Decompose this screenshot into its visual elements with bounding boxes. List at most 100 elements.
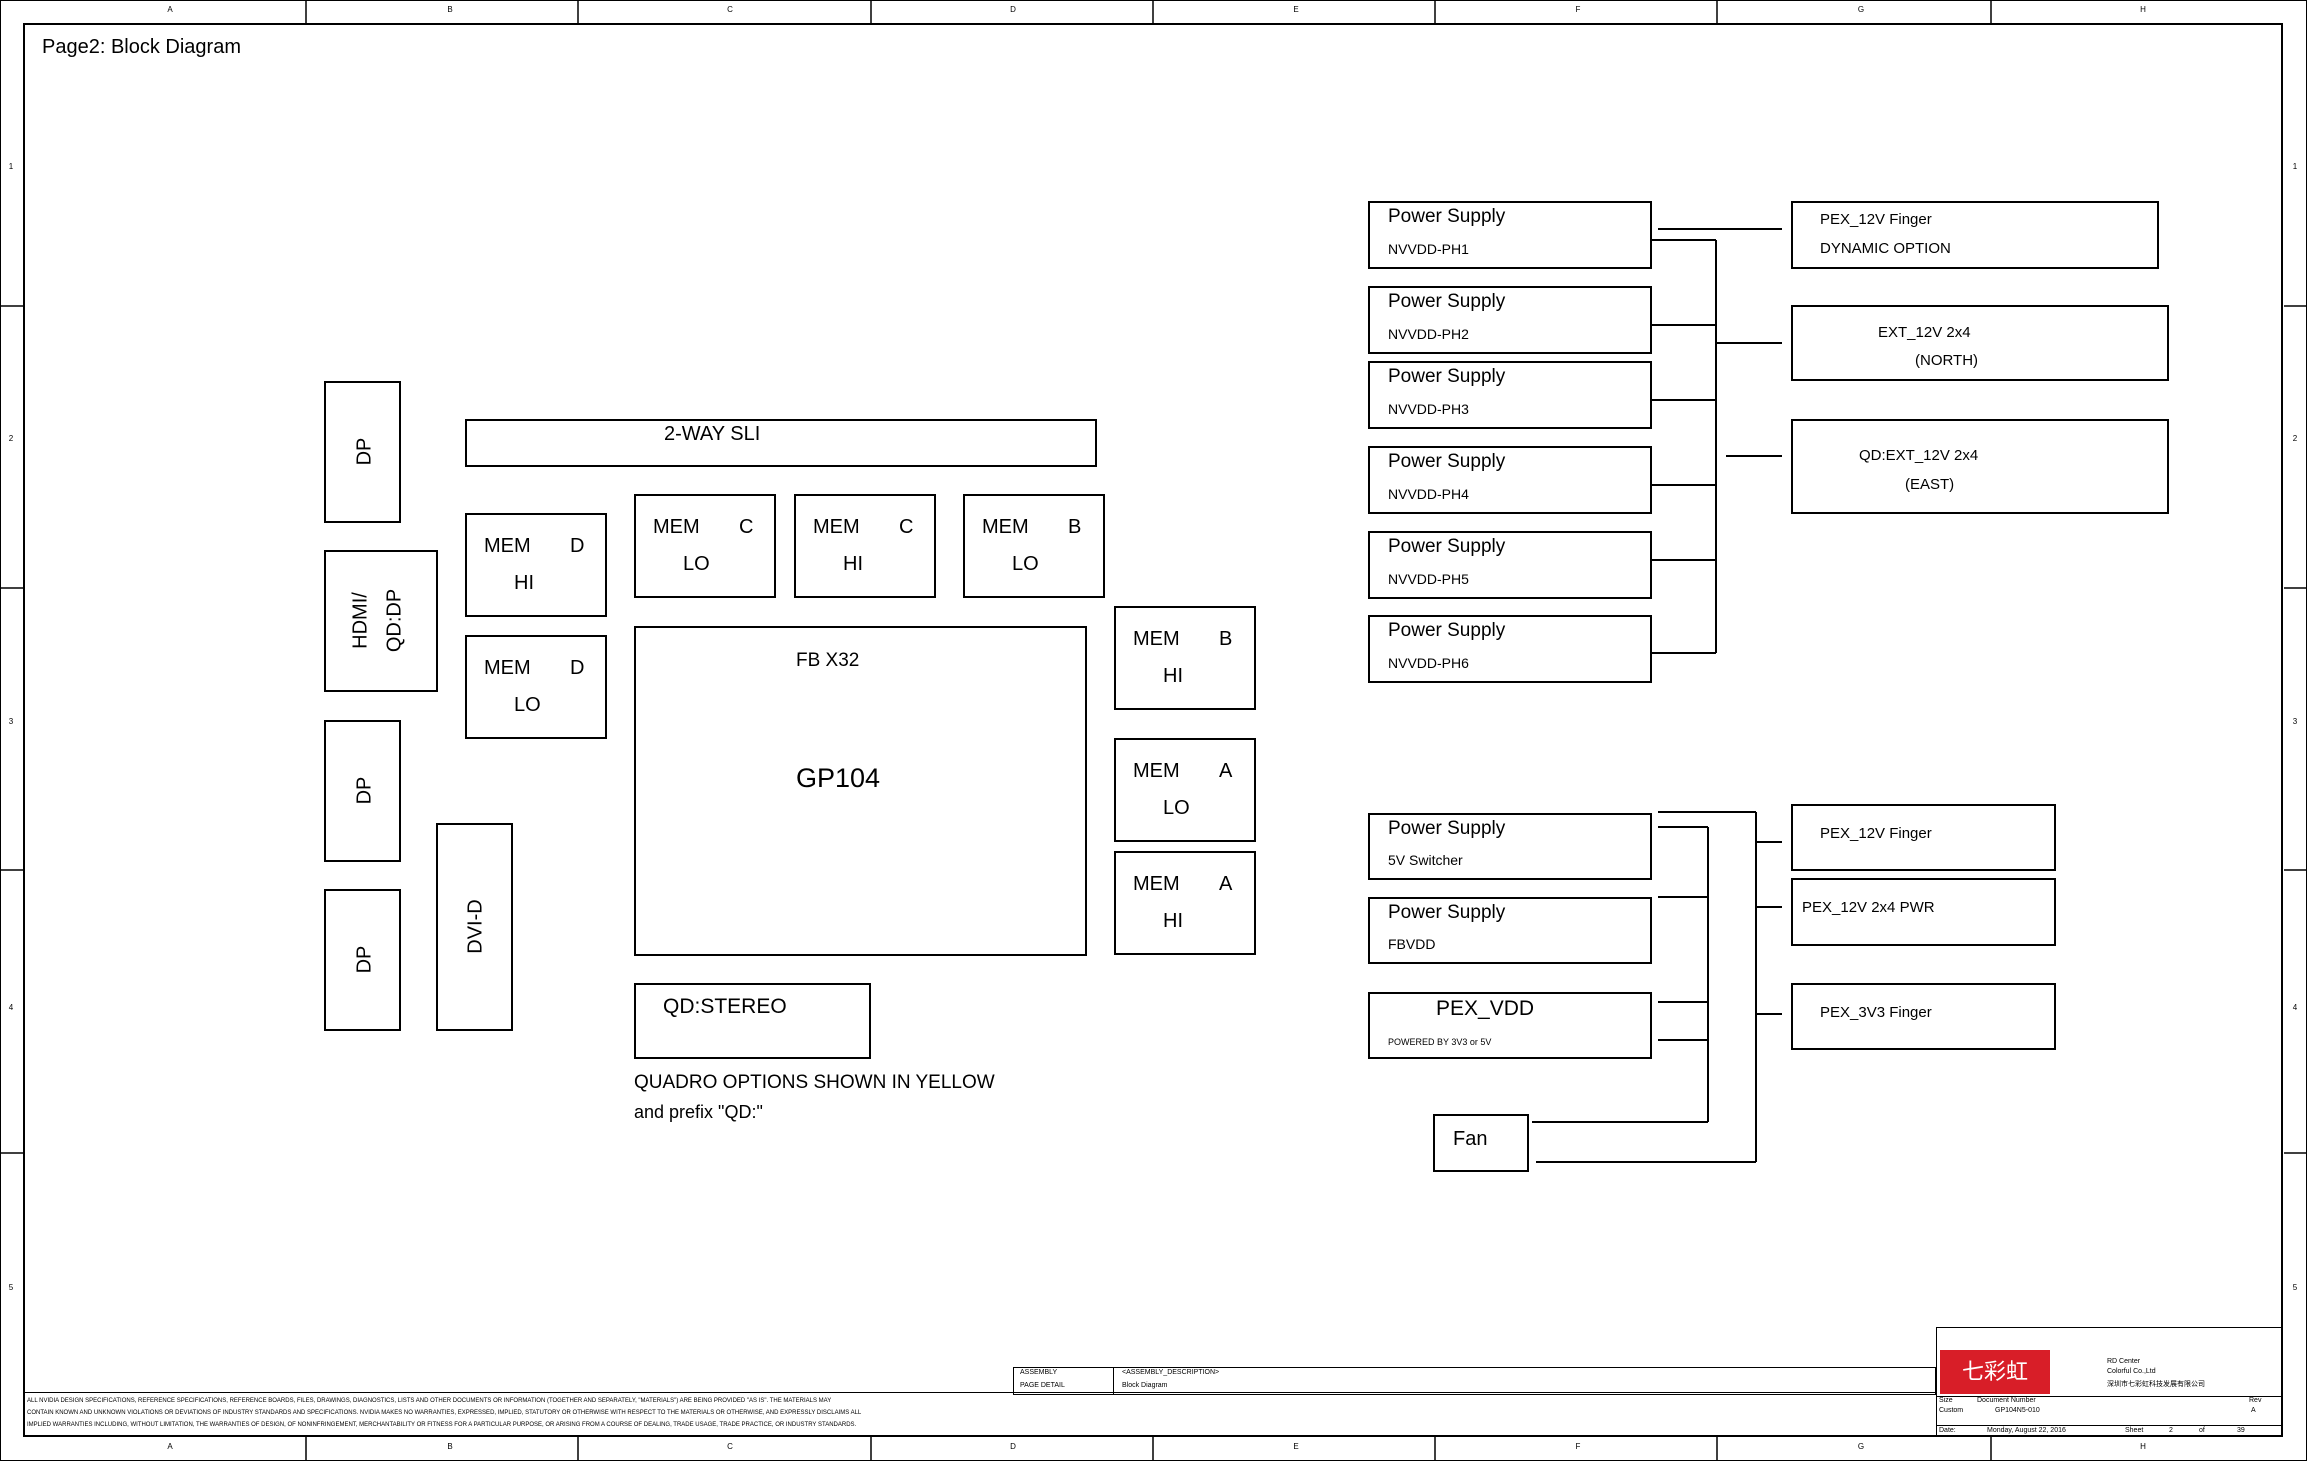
dp-connector-1: DP bbox=[324, 381, 401, 523]
power-supply-title: Power Supply bbox=[1388, 902, 1506, 923]
pex-vdd-title: PEX_VDD bbox=[1436, 997, 1535, 1020]
mem-b-lo: MEM B LO bbox=[963, 494, 1105, 598]
rev-value: A bbox=[2251, 1407, 2256, 1414]
mem-label: MEM bbox=[484, 657, 531, 679]
date-label: Date: bbox=[1939, 1427, 1956, 1434]
mem-channel: C bbox=[739, 516, 754, 538]
power-supply-title: Power Supply bbox=[1388, 291, 1506, 312]
power-supply-rail: NVVDD-PH1 bbox=[1388, 241, 1469, 257]
mem-channel: A bbox=[1219, 760, 1233, 782]
pex-vdd-note: POWERED BY 3V3 or 5V bbox=[1388, 1037, 1492, 1047]
power-supply-title: Power Supply bbox=[1388, 451, 1506, 472]
ruler-col-label: H bbox=[2140, 1442, 2146, 1451]
pex-3v3-finger: PEX_3V3 Finger bbox=[1791, 983, 2056, 1050]
qd-dp-connector-label: QD:DP bbox=[383, 588, 406, 653]
mem-label: MEM bbox=[982, 516, 1029, 538]
sheet-of-label: of bbox=[2199, 1427, 2205, 1434]
dp-connector-3: DP bbox=[324, 889, 401, 1031]
ruler-row-label: 3 bbox=[2292, 717, 2298, 726]
sheet-total: 39 bbox=[2237, 1427, 2245, 1434]
qd-stereo-block: QD:STEREO bbox=[634, 983, 871, 1059]
size-label: Size bbox=[1939, 1397, 1953, 1404]
mem-label: MEM bbox=[653, 516, 700, 538]
title-row-divider bbox=[1937, 1396, 2282, 1397]
input-sublabel: DYNAMIC OPTION bbox=[1820, 240, 1951, 257]
power-supply-title: Power Supply bbox=[1388, 620, 1506, 641]
ruler-col-label: D bbox=[1010, 5, 1016, 14]
qd-stereo-label: QD:STEREO bbox=[663, 995, 787, 1018]
mem-half: LO bbox=[1012, 553, 1039, 575]
mem-label: MEM bbox=[1133, 628, 1180, 650]
input-label: PEX_3V3 Finger bbox=[1820, 1004, 1932, 1021]
ruler-col-label: A bbox=[167, 5, 173, 14]
disclaimer-line: CONTAIN KNOWN AND UNKNOWN VIOLATIONS OR … bbox=[27, 1410, 862, 1416]
ruler-col-label: B bbox=[447, 5, 453, 14]
power-supply-rail: NVVDD-PH5 bbox=[1388, 571, 1469, 587]
mem-a-hi: MEM A HI bbox=[1114, 851, 1256, 955]
power-supply-nvvdd-ph5: Power Supply NVVDD-PH5 bbox=[1368, 531, 1652, 599]
mem-channel: D bbox=[570, 657, 585, 679]
mem-half: HI bbox=[1163, 665, 1183, 687]
fan-label: Fan bbox=[1453, 1128, 1488, 1150]
gpu-gp104: FB X32 GP104 bbox=[634, 626, 1087, 956]
disclaimer-line: ALL NVIDIA DESIGN SPECIFICATIONS, REFERE… bbox=[27, 1398, 832, 1404]
company-name-2: Colorful Co.,Ltd bbox=[2107, 1368, 2156, 1375]
dp-connector-label: DP bbox=[353, 776, 376, 805]
ruler-col-label: H bbox=[2140, 5, 2146, 14]
power-supply-rail: FBVDD bbox=[1388, 936, 1436, 952]
hdmi-connector-label: HDMI/ bbox=[349, 592, 372, 649]
ruler-col-label: E bbox=[1293, 5, 1299, 14]
power-supply-title: Power Supply bbox=[1388, 818, 1506, 839]
dvi-d-connector-label: DVI-D bbox=[464, 899, 487, 954]
ruler-row-label: 1 bbox=[8, 162, 14, 171]
title-row-divider bbox=[1937, 1425, 2282, 1426]
ruler-col-label: A bbox=[167, 1442, 173, 1451]
page-detail-label: PAGE DETAIL bbox=[1020, 1382, 1065, 1389]
sheet-label: Sheet bbox=[2125, 1427, 2144, 1434]
disclaimer-line: IMPLIED WARRANTIES INCLUDING, WITHOUT LI… bbox=[27, 1422, 857, 1428]
mem-half: HI bbox=[843, 553, 863, 575]
fb-width-label: FB X32 bbox=[796, 650, 860, 671]
mem-d-hi: MEM D HI bbox=[465, 513, 607, 617]
assembly-divider bbox=[1113, 1367, 1114, 1395]
mem-half: HI bbox=[514, 572, 534, 594]
sli-label: 2-WAY SLI bbox=[664, 423, 761, 445]
power-supply-nvvdd-ph4: Power Supply NVVDD-PH4 bbox=[1368, 446, 1652, 514]
disclaimer-area: ALL NVIDIA DESIGN SPECIFICATIONS, REFERE… bbox=[23, 1392, 1936, 1438]
input-label: EXT_12V 2x4 bbox=[1878, 324, 1971, 341]
input-label: PEX_12V Finger bbox=[1820, 825, 1932, 842]
input-sublabel: (NORTH) bbox=[1915, 352, 1979, 369]
doc-number-label: Document Number bbox=[1977, 1397, 2036, 1404]
mem-c-lo: MEM C LO bbox=[634, 494, 776, 598]
power-supply-title: Power Supply bbox=[1388, 366, 1506, 387]
page-title: Page2: Block Diagram bbox=[42, 36, 241, 58]
ruler-row-label: 4 bbox=[8, 1003, 14, 1012]
mem-label: MEM bbox=[1133, 873, 1180, 895]
ruler-row-label: 4 bbox=[2292, 1003, 2298, 1012]
quadro-note-line2: and prefix "QD:" bbox=[634, 1102, 763, 1122]
ext-12v-2x4-north: EXT_12V 2x4 (NORTH) bbox=[1791, 305, 2169, 381]
rev-label: Rev bbox=[2249, 1397, 2262, 1404]
ruler-row-label: 1 bbox=[2292, 162, 2298, 171]
input-label: PEX_12V Finger bbox=[1820, 211, 1932, 228]
ruler-row-label: 3 bbox=[8, 717, 14, 726]
power-supply-rail: NVVDD-PH3 bbox=[1388, 401, 1469, 417]
logo-text: 七彩虹 bbox=[1961, 1359, 2028, 1384]
sli-connector: 2-WAY SLI bbox=[465, 419, 1097, 467]
power-supply-nvvdd-ph2: Power Supply NVVDD-PH2 bbox=[1368, 286, 1652, 354]
mem-d-lo: MEM D LO bbox=[465, 635, 607, 739]
ruler-row-label: 2 bbox=[2292, 434, 2298, 443]
assembly-block: ASSEMBLY PAGE DETAIL <ASSEMBLY_DESCRIPTI… bbox=[1013, 1367, 1936, 1395]
size-value: Custom bbox=[1939, 1407, 1964, 1414]
ruler-col-label: F bbox=[1575, 5, 1581, 14]
pex-12v-finger: PEX_12V Finger bbox=[1791, 804, 2056, 871]
input-label: QD:EXT_12V 2x4 bbox=[1859, 447, 1979, 464]
company-name-3: 深圳市七彩虹科技发展有限公司 bbox=[2107, 1381, 2205, 1388]
power-supply-title: Power Supply bbox=[1388, 536, 1506, 557]
mem-b-hi: MEM B HI bbox=[1114, 606, 1256, 710]
fan-block: Fan bbox=[1433, 1114, 1529, 1172]
dvi-d-connector: DVI-D bbox=[436, 823, 513, 1031]
mem-label: MEM bbox=[1133, 760, 1180, 782]
sheet-inner-border bbox=[23, 23, 2283, 1437]
